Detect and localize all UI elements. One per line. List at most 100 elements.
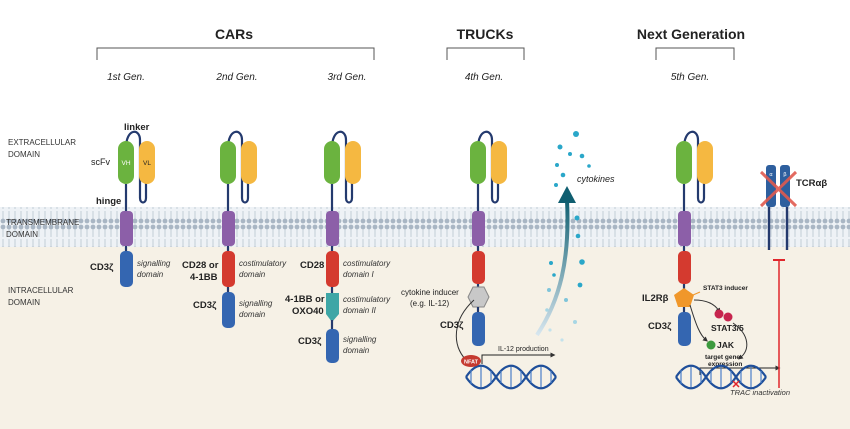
- stat3-icon: [714, 309, 724, 319]
- label-cd28-or-gen2: CD28 or: [182, 260, 219, 271]
- costim2-gen3: [326, 293, 339, 322]
- header-next-generation: Next Generation: [637, 26, 745, 42]
- label-costim2-gen3-2: domain II: [343, 306, 377, 315]
- domain-extracellular-2: DOMAIN: [8, 150, 40, 159]
- label-trac-inactivation: TRAC inactivation: [730, 388, 790, 397]
- hinge-gen5: [678, 211, 691, 246]
- cd3z-gen3: [326, 329, 339, 363]
- label-cd28-gen3: CD28: [300, 260, 324, 271]
- label-ox40-gen3: OXO40: [292, 306, 324, 317]
- label-target-gene: target gene: [705, 354, 740, 361]
- label-tcr-beta: β: [783, 172, 786, 178]
- label-costim-gen2-2: domain: [239, 270, 266, 279]
- label-stat3-inducer: STAT3 inducer: [703, 285, 748, 292]
- tcr-alpha: [766, 165, 776, 207]
- label-tcr-alpha: α: [769, 172, 773, 178]
- domain-transmembrane: TRANSMEMBRANE: [6, 218, 79, 227]
- costim-gen5: [678, 251, 691, 284]
- scfv-vl-gen3: [345, 141, 361, 184]
- intracellular-zone: [0, 246, 850, 429]
- jak-icon: [706, 340, 716, 350]
- scfv-vh-gen4: [470, 141, 486, 184]
- car-gen5: IL2Rβ CD3ζ STAT3 inducer STAT3/5 JAK tar…: [642, 130, 790, 397]
- label-41bb-gen2: 4-1BB: [190, 272, 218, 283]
- scfv-vl-gen2: [241, 141, 257, 184]
- gen-label-1: 1st Gen.: [107, 72, 145, 83]
- gen-label-2: 2nd Gen.: [215, 72, 257, 83]
- scfv-vh-gen2: [220, 141, 236, 184]
- bracket-trucks: [446, 47, 525, 60]
- scfv-vl-gen4: [491, 141, 507, 184]
- bracket-next-generation: [655, 47, 735, 60]
- label-jak: JAK: [717, 340, 735, 350]
- cd3z-gen4: [472, 312, 485, 346]
- label-signalling-gen2-2: domain: [239, 310, 266, 319]
- scfv-vh-gen3: [324, 141, 340, 184]
- hinge-gen2: [222, 211, 235, 246]
- costim1-gen3: [326, 251, 339, 287]
- gen-label-3: 3rd Gen.: [328, 72, 367, 83]
- dna-gen4: [465, 364, 557, 390]
- label-signalling-gen3: signalling: [343, 335, 377, 344]
- tcr-complex: α β TCRαβ: [759, 165, 827, 388]
- stat5-icon: [723, 312, 733, 322]
- label-signalling-gen2: signalling: [239, 299, 273, 308]
- label-signalling-gen1: signalling: [137, 259, 171, 268]
- scfv-vl-gen1: [139, 141, 155, 184]
- domain-intracellular: INTRACELLULAR: [8, 286, 74, 295]
- label-scfv: scFv: [91, 157, 110, 167]
- domain-extracellular: EXTRACELLULAR: [8, 138, 76, 147]
- cd3z-gen1: [120, 251, 133, 287]
- label-costim2-gen3: costimulatory: [343, 295, 391, 304]
- bracket-cars: [96, 47, 375, 60]
- car-gen3: CD28 costimulatory domain I 4-1BB or OXO…: [285, 130, 391, 363]
- header-cars: CARs: [215, 26, 253, 42]
- label-cd3z-gen5: CD3ζ: [648, 321, 672, 332]
- label-il2rb: IL2Rβ: [642, 293, 669, 304]
- label-cytokine-inducer: cytokine inducer: [401, 288, 459, 297]
- label-nfat: NFAT: [464, 360, 479, 366]
- cd3z-gen5: [678, 312, 691, 346]
- scfv-vh-gen5: [676, 141, 692, 184]
- label-signalling-gen3-2: domain: [343, 346, 370, 355]
- label-tcrab: TCRαβ: [796, 178, 827, 189]
- label-cd3z-gen3: CD3ζ: [298, 336, 322, 347]
- label-cytokine-inducer-2: (e.g. IL-12): [410, 299, 449, 308]
- label-cd3z-gen2: CD3ζ: [193, 300, 217, 311]
- car-gen2: CD28 or 4-1BB costimulatory domain CD3ζ …: [182, 130, 287, 328]
- car-gen1: linker scFv VH VL hinge CD3ζ signalling …: [90, 122, 171, 287]
- label-vh: VH: [121, 160, 130, 167]
- label-cd3z-gen4: CD3ζ: [440, 320, 464, 331]
- label-41bb-or-gen3: 4-1BB or: [285, 294, 325, 305]
- label-cytokines: cytokines: [577, 174, 615, 184]
- label-cd3z-gen1: CD3ζ: [90, 262, 114, 273]
- domain-transmembrane-2: DOMAIN: [6, 230, 38, 239]
- dna-gen5: [675, 364, 767, 390]
- hinge-gen3: [326, 211, 339, 246]
- trac-cross-icon: [732, 380, 740, 388]
- label-target-gene-2: expression: [708, 361, 742, 368]
- car-gen4: cytokine inducer (e.g. IL-12) CD3ζ NFAT …: [401, 130, 615, 390]
- label-hinge: hinge: [96, 196, 121, 207]
- label-costim-gen2: costimulatory: [239, 259, 287, 268]
- cytokine-dots: [545, 131, 591, 342]
- il2rb-domain: [674, 288, 694, 307]
- label-vl: VL: [143, 160, 151, 167]
- domain-intracellular-2: DOMAIN: [8, 298, 40, 307]
- linker-gen1: [124, 130, 148, 204]
- cytokine-inducer-gen4: [467, 286, 490, 308]
- cytokine-arrow: [535, 199, 570, 337]
- cd3z-gen2: [222, 292, 235, 328]
- costim-gen4: [472, 251, 485, 284]
- scfv-vh-gen1: [118, 141, 134, 184]
- hinge-gen1: [120, 211, 133, 246]
- label-linker: linker: [124, 122, 150, 133]
- gen-label-5: 5th Gen.: [671, 72, 709, 83]
- scfv-vl-gen5: [697, 141, 713, 184]
- label-signalling-gen1-2: domain: [137, 270, 164, 279]
- label-il12-production: IL-12 production: [498, 346, 549, 353]
- tcr-cross-icon: [759, 170, 798, 208]
- gen-label-4: 4th Gen.: [465, 72, 503, 83]
- header-trucks: TRUCKs: [457, 26, 514, 42]
